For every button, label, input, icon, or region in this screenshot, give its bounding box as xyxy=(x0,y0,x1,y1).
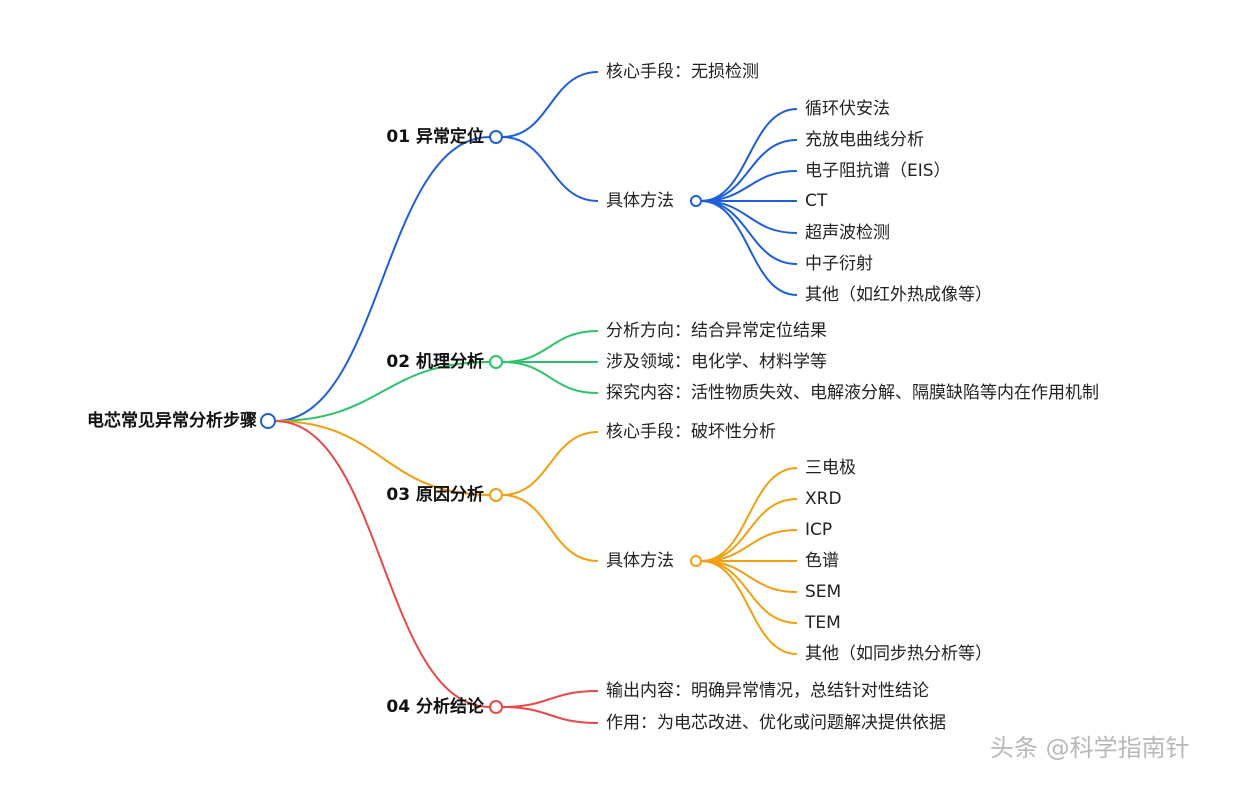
topic-label-b2c1: 分析方向：结合异常定位结果 xyxy=(606,321,827,341)
edge-b3c2-leaf-6 xyxy=(700,560,798,655)
leaf-label-b1c2-5: 中子衍射 xyxy=(805,254,873,274)
leaf-label-b1c2-4: 超声波检测 xyxy=(805,223,890,243)
branch-node-b1[interactable] xyxy=(489,130,503,144)
branch-label-b2: 02 机理分析 xyxy=(386,351,484,372)
branch-node-b3[interactable] xyxy=(489,488,503,502)
edge-root-to-b1 xyxy=(274,136,491,422)
edge-b1c2-leaf-6 xyxy=(700,200,798,296)
root-node-circle[interactable] xyxy=(260,413,276,429)
mindmap-edges xyxy=(274,71,798,724)
topic-label-b4c2: 作用：为电芯改进、优化或问题解决提供依据 xyxy=(606,713,946,733)
mindmap-nodes xyxy=(260,130,702,714)
subtopic-node-b3c2[interactable] xyxy=(690,555,702,567)
edge-root-to-b2 xyxy=(274,361,491,422)
leaf-label-b1c2-6: 其他（如红外热成像等） xyxy=(805,285,992,305)
leaf-label-b1c2-0: 循环伏安法 xyxy=(805,99,890,119)
edge-b1-to-b1c2 xyxy=(501,136,599,202)
topic-label-b1c1: 核心手段：无损检测 xyxy=(606,62,759,82)
edge-b4-to-b4c2 xyxy=(501,706,599,724)
edge-b2-to-b2c3 xyxy=(501,361,599,394)
leaf-label-b3c2-3: 色谱 xyxy=(805,551,839,571)
topic-label-b4c1: 输出内容：明确异常情况，总结针对性结论 xyxy=(606,681,929,701)
edge-b2-to-b2c1 xyxy=(501,330,599,363)
edge-b3c2-leaf-2 xyxy=(700,529,798,562)
leaf-label-b3c2-6: 其他（如同步热分析等） xyxy=(805,644,992,664)
edge-b3-to-b3c1 xyxy=(501,431,599,496)
branch-label-b1: 01 异常定位 xyxy=(386,126,484,147)
edge-b1c2-leaf-0 xyxy=(700,108,798,202)
edge-b3c2-leaf-4 xyxy=(700,560,798,593)
topic-label-b3c2: 具体方法 xyxy=(606,551,674,571)
edge-b1c2-leaf-4 xyxy=(700,200,798,234)
edge-b3c2-leaf-1 xyxy=(700,498,798,562)
leaf-label-b1c2-2: 电子阻抗谱（EIS） xyxy=(805,161,951,181)
leaf-label-b3c2-1: XRD xyxy=(805,489,842,509)
branch-node-b2[interactable] xyxy=(489,355,503,369)
root-node-label: 电芯常见异常分析步骤 xyxy=(87,410,257,431)
topic-label-b1c2: 具体方法 xyxy=(606,191,674,211)
edge-b4-to-b4c1 xyxy=(501,690,599,708)
leaf-label-b3c2-0: 三电极 xyxy=(805,458,856,478)
edge-root-to-b4 xyxy=(274,420,491,708)
leaf-label-b1c2-3: CT xyxy=(805,191,828,211)
edge-b3c2-leaf-5 xyxy=(700,560,798,624)
topic-label-b2c3: 探究内容：活性物质失效、电解液分解、隔膜缺陷等内在作用机制 xyxy=(606,383,1099,403)
edge-b1c2-leaf-1 xyxy=(700,139,798,202)
branch-label-b3: 03 原因分析 xyxy=(386,484,484,505)
topic-label-b3c1: 核心手段：破坏性分析 xyxy=(606,422,776,442)
leaf-label-b3c2-4: SEM xyxy=(805,582,841,602)
edge-b1-to-b1c1 xyxy=(501,71,599,138)
branch-label-b4: 04 分析结论 xyxy=(386,696,485,717)
edge-b3c2-leaf-0 xyxy=(700,467,798,562)
edge-b3-to-b3c2 xyxy=(501,494,599,562)
leaf-label-b1c2-1: 充放电曲线分析 xyxy=(805,130,924,150)
subtopic-node-b1c2[interactable] xyxy=(690,195,702,207)
edge-b1c2-leaf-2 xyxy=(700,170,798,202)
leaf-label-b3c2-2: ICP xyxy=(805,520,832,540)
watermark-text: 头条 @科学指南针 xyxy=(990,734,1190,762)
topic-label-b2c2: 涉及领域：电化学、材料学等 xyxy=(606,352,827,372)
branch-node-b4[interactable] xyxy=(489,700,503,714)
leaf-label-b3c2-5: TEM xyxy=(804,613,841,633)
edge-root-to-b3 xyxy=(274,420,491,496)
